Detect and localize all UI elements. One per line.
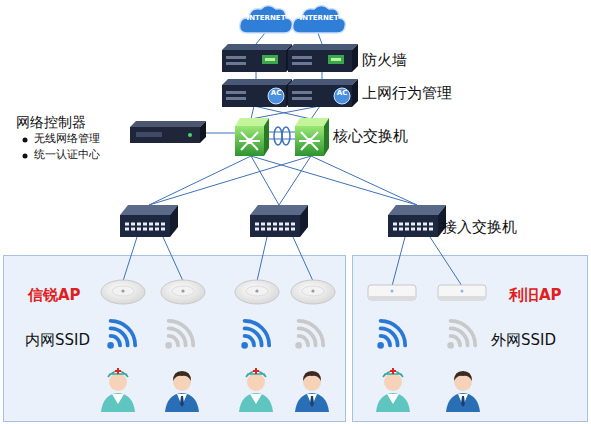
internet-cloud: INTERNET — [291, 2, 347, 35]
ac-device: AC — [222, 79, 292, 107]
access-switch — [120, 205, 178, 237]
device-label: 网络控制器 — [16, 114, 86, 131]
link-aggregation-ring — [274, 127, 282, 145]
link-aggregation-ring — [282, 127, 290, 145]
zone-heading: 信锐AP — [28, 286, 81, 304]
ac-device-shape — [288, 79, 358, 107]
device-text: INTERNET — [291, 14, 347, 22]
ac-badge — [334, 88, 350, 104]
bullet — [23, 138, 28, 143]
wires — [123, 33, 462, 286]
core-switch — [235, 118, 269, 156]
device-body — [288, 79, 358, 107]
ac-device-shape — [222, 79, 292, 107]
bullet-item: 无线网络管理 — [34, 132, 100, 145]
bullet-item: 统一认证中心 — [34, 148, 100, 161]
firewall-wires — [256, 72, 322, 79]
ceiling-ap — [291, 280, 335, 304]
ac-badge — [268, 88, 284, 104]
access-switch — [250, 205, 308, 237]
legacy-ap — [438, 285, 486, 300]
ac-device: AC — [288, 79, 358, 107]
device-text: INTERNET — [238, 14, 294, 22]
internet-wires — [256, 33, 322, 44]
device-label: 防火墙 — [362, 51, 407, 69]
ceiling-ap — [101, 280, 145, 304]
device-label: 核心交换机 — [333, 127, 408, 145]
bullet — [23, 154, 28, 159]
ssid-label: 外网SSID — [491, 331, 556, 349]
access-switch — [388, 205, 446, 237]
core-access-wires — [149, 156, 417, 205]
controller-device — [130, 121, 206, 143]
zone-heading: 利旧AP — [509, 286, 562, 304]
firewall-device — [288, 44, 358, 72]
device-text: AC — [268, 89, 284, 97]
internet-cloud: INTERNET — [238, 2, 294, 35]
legacy-ap — [368, 285, 416, 300]
device-label: 上网行为管理 — [362, 84, 452, 102]
firewall-device — [222, 44, 292, 72]
controller-wire — [205, 133, 235, 134]
device-body — [222, 79, 292, 107]
device-label: 接入交换机 — [442, 218, 517, 236]
ceiling-ap — [235, 280, 279, 304]
ac-core-wires — [251, 106, 320, 119]
ssid-label: 内网SSID — [25, 331, 90, 349]
ceiling-ap — [161, 280, 205, 304]
core-switch — [295, 118, 329, 156]
device-text: AC — [334, 89, 350, 97]
